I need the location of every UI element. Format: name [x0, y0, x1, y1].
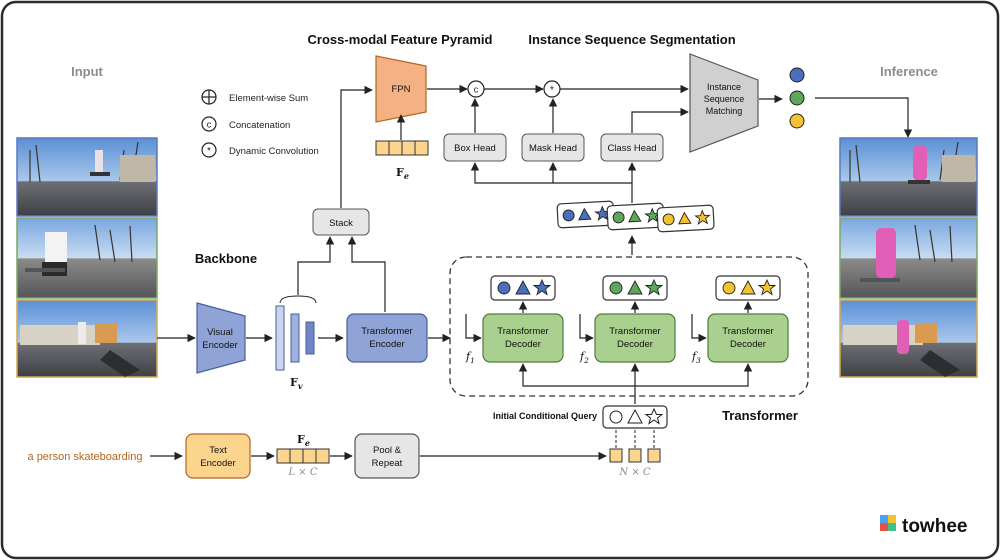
- transformer-region: [449, 256, 809, 397]
- matching-label-3: Matching: [706, 106, 743, 116]
- arrow-stack-to-fpn: [340, 85, 373, 208]
- arrow-f2-to-decoder-2: [579, 314, 594, 343]
- arrow-fv-to-stack: [297, 236, 335, 295]
- matching-label-2: Sequence: [704, 94, 745, 104]
- segmentation-header: Instance Sequence Segmentation: [528, 32, 735, 47]
- text-encoder-label-1: Text: [209, 445, 227, 456]
- text-query: a person skateboarding: [28, 451, 143, 463]
- visual-encoder-label-1: Visual: [207, 327, 233, 338]
- legend: Element-wise Sum c Concatenation * Dynam…: [201, 89, 319, 158]
- result-green-circle: [789, 90, 805, 106]
- result-blue-circle: [789, 67, 805, 83]
- inference-frame-2: [839, 217, 978, 299]
- decoder-1: Transformer Decoder: [482, 313, 564, 363]
- arrow-query-to-decoder-1: [518, 363, 636, 404]
- fe-label-text: Fe: [297, 433, 310, 448]
- initial-query-box: [602, 405, 668, 429]
- arrow-query-to-decoder-3: [635, 363, 753, 387]
- fpn-label: FPN: [392, 84, 411, 95]
- mask-head: Mask Head: [521, 133, 585, 162]
- decoder-outputs-stack: [556, 200, 715, 233]
- dynconv-icon: [201, 142, 217, 158]
- transformer-encoder: Transformer Encoder: [346, 313, 428, 363]
- text-encoder: Text Encoder: [185, 433, 251, 479]
- fv-label: Fv: [290, 376, 303, 391]
- matching-label-1: Instance: [707, 82, 741, 92]
- decoder-3-output: [715, 275, 781, 301]
- mask-head-label: Mask Head: [529, 143, 577, 154]
- decoder-3: Transformer Decoder: [707, 313, 789, 363]
- visual-encoder: Visual Encoder: [196, 302, 246, 374]
- visual-features: Fv: [275, 295, 317, 391]
- arrow-results-to-inference: [815, 97, 913, 138]
- concat-node-symbol: c: [474, 85, 479, 95]
- stack-label: Stack: [329, 218, 353, 229]
- decoder-1-label-2: Decoder: [505, 339, 541, 350]
- text-encoder-label-2: Encoder: [200, 458, 235, 469]
- legend-concat-label: Concatenation: [229, 120, 290, 131]
- input-frame-2: [16, 217, 158, 299]
- box-head: Box Head: [443, 133, 507, 162]
- decoder-2-label-2: Decoder: [617, 339, 653, 350]
- visual-encoder-label-2: Encoder: [202, 340, 237, 351]
- stack-block: Stack: [312, 208, 370, 236]
- inference-header: Inference: [880, 64, 938, 79]
- inference-frames: [839, 137, 978, 378]
- inference-frame-1: [839, 137, 978, 217]
- fe-label-fpn: Fe: [396, 166, 409, 181]
- dynconv-symbol: *: [207, 146, 211, 157]
- decoder-2-output: [602, 275, 668, 301]
- nxc-label: N × C: [618, 467, 650, 478]
- decoder-2-label-1: Transformer: [609, 326, 660, 337]
- arrow-class-to-matching: [631, 107, 689, 133]
- dynconv-node-symbol: *: [550, 85, 554, 96]
- transformer-header: Transformer: [722, 408, 798, 423]
- concat-symbol: c: [207, 120, 212, 130]
- class-head-label: Class Head: [607, 143, 656, 154]
- brand-name: towhee: [902, 516, 967, 537]
- input-header: Input: [71, 64, 103, 79]
- decoder-1-label-1: Transformer: [497, 326, 548, 337]
- input-frame-3: [16, 299, 158, 378]
- transformer-encoder-label-2: Encoder: [369, 339, 404, 350]
- f1-label: f1: [465, 350, 475, 365]
- f3-label: f3: [691, 350, 701, 365]
- legend-sum-label: Element-wise Sum: [229, 93, 308, 104]
- class-head: Class Head: [600, 133, 664, 162]
- decoder-3-label-1: Transformer: [722, 326, 773, 337]
- decoder-1-output: [490, 275, 556, 301]
- matching-block: Instance Sequence Matching: [689, 53, 759, 153]
- input-frames: [16, 137, 158, 378]
- arrow-f1-to-decoder-1: [465, 314, 482, 343]
- pool-repeat-label-2: Repeat: [372, 458, 403, 469]
- transformer-encoder-label-1: Transformer: [361, 326, 412, 337]
- pyramid-header: Cross-modal Feature Pyramid: [308, 32, 493, 47]
- towhee-logo: towhee: [880, 515, 967, 537]
- fpn-block: FPN: [375, 55, 427, 123]
- initial-query-label: Initial Conditional Query: [493, 411, 597, 421]
- arrow-f3-to-decoder-3: [691, 314, 707, 343]
- backbone-header: Backbone: [195, 251, 257, 266]
- decoder-3-label-2: Decoder: [730, 339, 766, 350]
- result-yellow-circle: [789, 113, 805, 129]
- arrow-encoder-to-stack: [347, 236, 386, 312]
- pool-repeat: Pool & Repeat: [354, 433, 420, 479]
- lxc-label: L × C: [287, 467, 317, 478]
- fe-token-fpn: [375, 140, 429, 156]
- concat-icon: [201, 116, 217, 132]
- decoder-2: Transformer Decoder: [594, 313, 676, 363]
- query-tokens: [609, 448, 661, 463]
- input-frame-1: [16, 137, 158, 217]
- box-head-label: Box Head: [454, 143, 496, 154]
- legend-dynconv-label: Dynamic Convolution: [229, 146, 319, 157]
- fe-token-text: [276, 448, 330, 464]
- f2-label: f2: [579, 350, 589, 365]
- logo-icon: [880, 515, 888, 523]
- inference-frame-3: [839, 299, 978, 378]
- pool-repeat-label-1: Pool &: [373, 445, 402, 456]
